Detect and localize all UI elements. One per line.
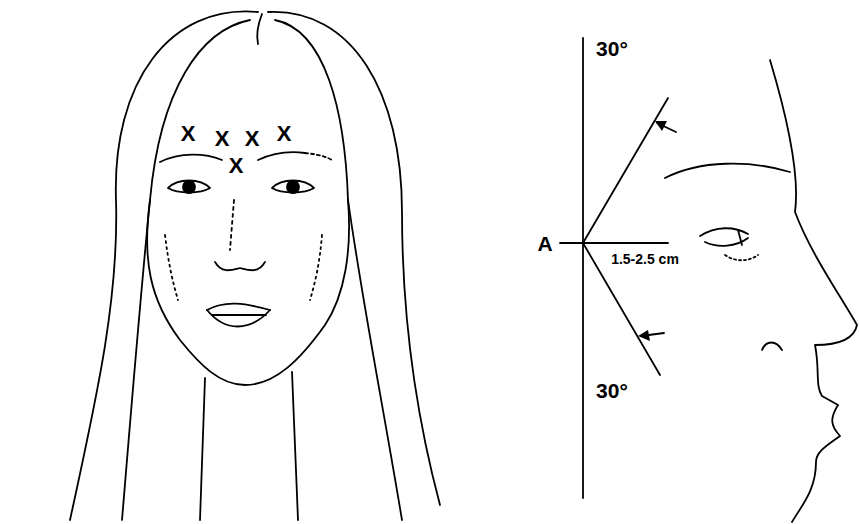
- injection-mark: X: [215, 128, 230, 150]
- angle-label: 30°: [596, 380, 628, 401]
- injection-mark: X: [245, 128, 260, 150]
- injection-mark: X: [277, 123, 292, 145]
- point-label: A: [537, 233, 552, 254]
- dimension-label: 1.5-2.5 cm: [611, 252, 679, 266]
- injection-mark: X: [229, 155, 244, 177]
- injection-mark: X: [181, 123, 196, 145]
- angle-label: 30°: [596, 38, 628, 59]
